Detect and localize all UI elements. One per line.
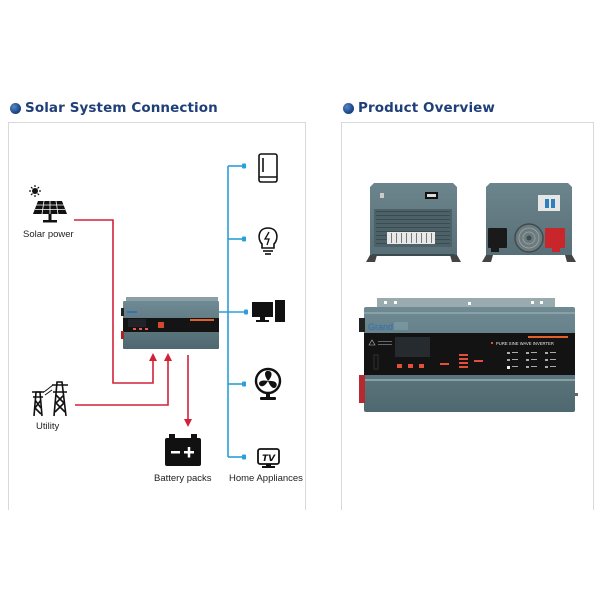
solar-line xyxy=(74,219,154,384)
input-lines xyxy=(74,219,189,421)
product-overview-panel xyxy=(341,122,594,510)
inverter-front-image: Grand PURE SINE WAVE INVERTER xyxy=(359,298,578,412)
inverter-icon xyxy=(121,297,219,349)
solar-connection-panel xyxy=(8,122,306,510)
utility-line xyxy=(75,359,169,406)
battery-icon xyxy=(165,434,201,466)
refrigerator-icon xyxy=(258,153,278,183)
bullet-icon xyxy=(10,102,21,114)
battery-packs-label: Battery packs xyxy=(154,473,212,484)
battery-arrow-icon xyxy=(184,419,192,427)
utility-arrow-icon xyxy=(164,353,172,361)
solar-connection-heading: Solar System Connection xyxy=(10,99,218,117)
power-tower-icon xyxy=(32,381,68,417)
plug-icons xyxy=(242,163,248,460)
inverter-fan-image xyxy=(482,183,576,262)
product-overview-heading: Product Overview xyxy=(343,99,495,117)
panel-heading: PURE SINE WAVE INVERTER xyxy=(496,341,554,346)
brand-label: Grand xyxy=(368,322,393,332)
product-overview-title: Product Overview xyxy=(358,100,496,116)
bullet-icon xyxy=(343,102,354,114)
output-bus xyxy=(214,165,245,458)
solar-connection-title: Solar System Connection xyxy=(25,100,218,116)
home-appliances-label: Home Appliances xyxy=(229,473,303,484)
solar-panel-icon xyxy=(29,185,67,223)
tv-label: TV xyxy=(262,454,276,464)
inverter-rear-image xyxy=(366,183,461,262)
solar-power-label: Solar power xyxy=(23,229,74,240)
utility-label: Utility xyxy=(36,421,60,432)
computer-icon xyxy=(252,300,285,322)
solar-arrow-icon xyxy=(149,353,157,361)
light-bulb-icon xyxy=(258,227,278,255)
fan-icon xyxy=(254,367,282,400)
tv-icon: TV xyxy=(257,448,280,468)
